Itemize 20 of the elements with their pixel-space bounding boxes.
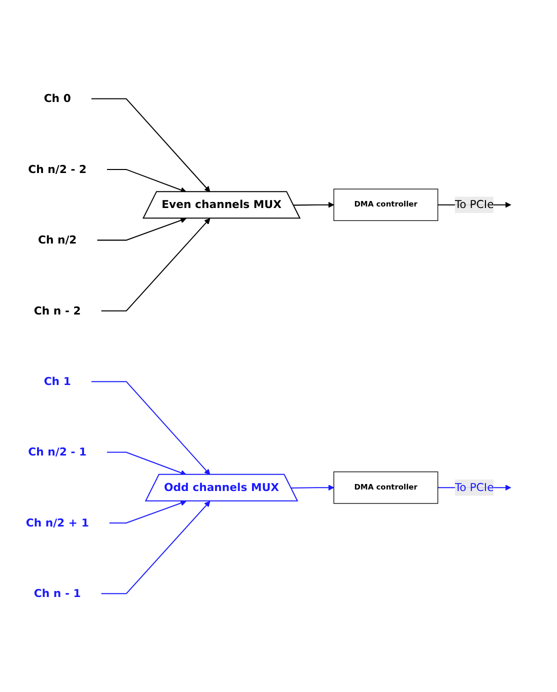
- arrow: [106, 168, 186, 193]
- node-text: Ch 0: [44, 92, 71, 105]
- arrow: [291, 484, 334, 490]
- arrow: [101, 500, 210, 594]
- node-text: Ch n/2: [38, 233, 77, 246]
- node-text: Ch n/2 + 1: [26, 516, 89, 529]
- arrow: [91, 380, 210, 475]
- arrow: [109, 500, 186, 524]
- node-text: Ch n/2 - 2: [28, 162, 87, 176]
- arrow: [106, 452, 186, 476]
- edge-label: To PCIe: [454, 480, 494, 494]
- node-text: Ch n/2 - 1: [28, 445, 87, 458]
- node-text: Ch n - 1: [34, 586, 81, 600]
- edge-label: To PCIe: [454, 198, 494, 211]
- arrow: [101, 218, 210, 312]
- arrow: [294, 202, 334, 208]
- arrow: [97, 217, 186, 240]
- arrow: [91, 98, 210, 192]
- node-text: Ch 1: [44, 374, 71, 388]
- node-text: Ch n - 2: [34, 304, 81, 317]
